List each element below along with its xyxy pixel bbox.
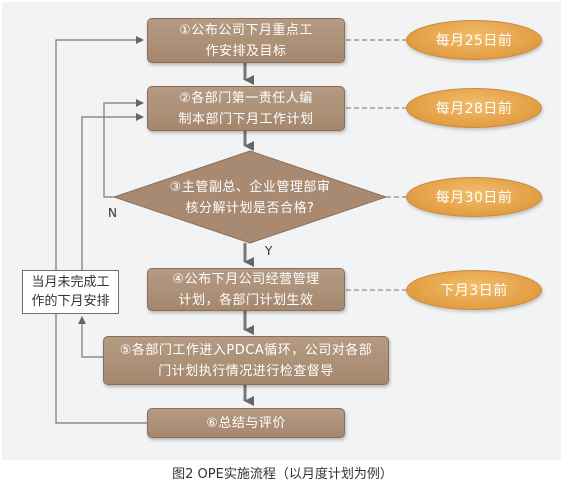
no-branch-label: N (108, 206, 117, 220)
step5-label: ⑤各部门工作进入PDCA循环，公司对各部 门计划执行情况进行检查督导 (119, 342, 373, 379)
yes-branch-label: Y (265, 244, 273, 258)
deadline-pill-1: 每月25日前 (406, 20, 542, 60)
deadline-1-text: 每月25日前 (435, 33, 513, 49)
step3-label: ③主管副总、企业管理部审 核分解计划是否合格? (169, 180, 331, 216)
step2-box: ②各部门第一责任人编 制本部门下月工作计划 (147, 86, 345, 131)
step4-box: ④公布下月公司经营管理 计划，各部门计划生效 (147, 268, 345, 311)
step4-label: ④公布下月公司经营管理 计划，各部门计划生效 (172, 271, 320, 308)
deadline-4-text: 下月3日前 (440, 283, 508, 299)
feedback-loop-step6-to-step1 (55, 36, 147, 424)
deadline-3-text: 每月30日前 (435, 190, 513, 206)
side-note-to-step2 (81, 113, 144, 270)
side-note-box: 当月未完成工 作的下月安排 (22, 270, 119, 314)
figure-caption: 图2 OPE实施流程（以月度计划为例） (172, 467, 393, 482)
deadline-2-text: 每月28日前 (435, 101, 513, 117)
no-branch-loop (103, 99, 144, 198)
step2-label: ②各部门第一责任人编 制本部门下月工作计划 (178, 90, 314, 127)
deadline-pill-2: 每月28日前 (406, 88, 542, 128)
deadline-pill-3: 每月30日前 (406, 177, 542, 217)
step3-decision: ③主管副总、企业管理部审 核分解计划是否合格? (140, 175, 360, 221)
step5-box: ⑤各部门工作进入PDCA循环，公司对各部 门计划执行情况进行检查督导 (103, 336, 389, 385)
step1-label: ①公布公司下月重点工 作安排及目标 (179, 22, 313, 59)
decision-diamond (112, 150, 388, 244)
step6-box: ⑥总结与评价 (147, 408, 345, 438)
step6-label: ⑥总结与评价 (206, 415, 286, 431)
deadline-pill-4: 下月3日前 (406, 270, 542, 310)
side-note-text: 当月未完成工 作的下月安排 (31, 275, 110, 309)
step5-to-side-note (78, 316, 103, 358)
step1-box: ①公布公司下月重点工 作安排及目标 (147, 18, 345, 63)
